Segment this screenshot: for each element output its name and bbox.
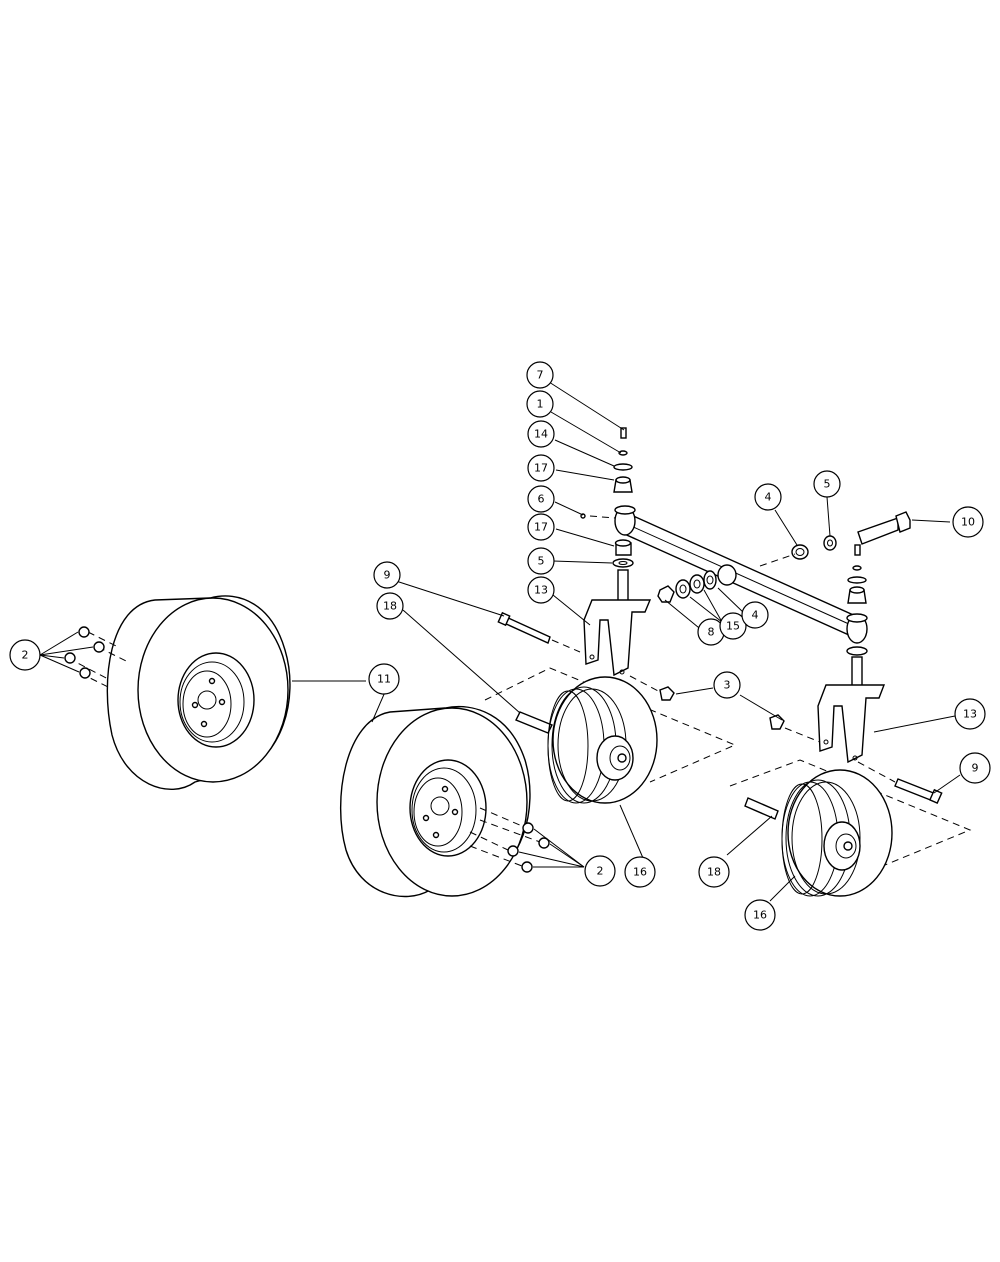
- callout-18: 18: [376, 592, 404, 620]
- callout-9-right: 9: [959, 752, 991, 784]
- svg-text:17: 17: [534, 521, 548, 534]
- callout-13: 13: [527, 576, 555, 604]
- svg-text:5: 5: [538, 555, 545, 568]
- right-pivot-stack: [846, 544, 868, 656]
- svg-text:2: 2: [22, 649, 29, 662]
- right-caster-fork: [817, 656, 886, 764]
- svg-text:18: 18: [383, 600, 397, 613]
- callout-11: 11: [368, 663, 400, 695]
- callout-16: 16: [624, 856, 656, 888]
- caster-wheel-left: [484, 667, 737, 804]
- drive-wheel-upper: [67, 595, 291, 790]
- svg-text:14: 14: [534, 428, 548, 441]
- drive-wheel-lower: [340, 705, 541, 898]
- left-pivot-stack: [580, 427, 634, 568]
- svg-text:9: 9: [384, 569, 391, 582]
- svg-text:16: 16: [633, 866, 647, 879]
- callout-16-right: 16: [744, 899, 776, 931]
- svg-text:3: 3: [724, 679, 731, 692]
- pivot-bolt-group: [589, 511, 911, 567]
- svg-text:8: 8: [708, 626, 715, 639]
- svg-text:7: 7: [537, 369, 544, 382]
- callout-7: 7: [526, 361, 554, 389]
- callout-17: 17: [527, 454, 555, 482]
- callout-4: 4: [754, 483, 782, 511]
- axle-arm: [614, 505, 868, 644]
- svg-text:11: 11: [377, 673, 391, 686]
- lug-nuts-lower: [507, 822, 550, 873]
- axle-bolts: [497, 611, 943, 820]
- callout-15: 15: [719, 612, 747, 640]
- svg-text:4: 4: [752, 609, 759, 622]
- svg-text:13: 13: [534, 584, 548, 597]
- callout-14: 14: [527, 420, 555, 448]
- callout-5: 5: [527, 547, 555, 575]
- lug-nuts-upper: [64, 626, 105, 679]
- washer-stack: [657, 570, 717, 603]
- callout-2-lower: 2: [584, 855, 616, 887]
- callout-10: 10: [952, 506, 984, 538]
- svg-text:17: 17: [534, 462, 548, 475]
- left-caster-fork: [583, 569, 652, 677]
- callout-3: 3: [713, 671, 741, 699]
- callout-6: 6: [527, 485, 555, 513]
- svg-text:10: 10: [961, 516, 975, 529]
- svg-text:13: 13: [963, 708, 977, 721]
- leader-lines: [39, 381, 961, 902]
- callout-9: 9: [373, 561, 401, 589]
- svg-text:18: 18: [707, 866, 721, 879]
- callout-17-lower: 17: [527, 513, 555, 541]
- callout-13-right: 13: [954, 698, 986, 730]
- svg-text:5: 5: [824, 478, 831, 491]
- callout-1: 1: [526, 390, 554, 418]
- callout-18-lower: 18: [698, 856, 730, 888]
- svg-text:15: 15: [726, 620, 740, 633]
- svg-text:1: 1: [537, 398, 544, 411]
- callout-5-right: 5: [813, 470, 841, 498]
- svg-text:4: 4: [765, 491, 772, 504]
- callout-4-lower: 4: [741, 601, 769, 629]
- svg-text:6: 6: [538, 493, 545, 506]
- caster-wheel-right: [729, 759, 972, 897]
- callout-2: 2: [9, 639, 41, 671]
- svg-text:16: 16: [753, 909, 767, 922]
- svg-text:2: 2: [597, 865, 604, 878]
- svg-text:9: 9: [972, 762, 979, 775]
